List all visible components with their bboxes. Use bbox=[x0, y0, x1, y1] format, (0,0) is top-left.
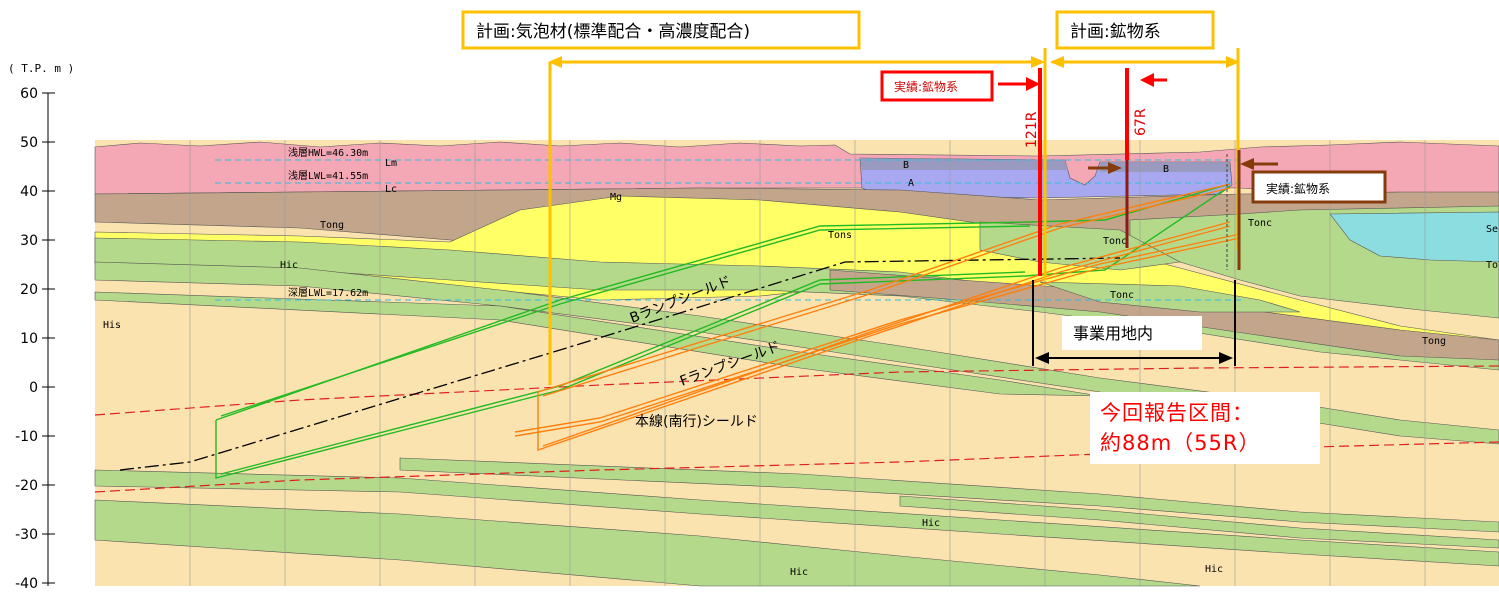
layer-label-mg: Mg bbox=[610, 192, 622, 203]
axis-tick-label: 60 bbox=[20, 86, 38, 102]
site-label: 事業用地内 bbox=[1073, 324, 1153, 343]
layer-label-tons: Tons bbox=[828, 230, 852, 241]
axis-tick-label: 0 bbox=[29, 380, 38, 396]
axis-tick-label: 10 bbox=[20, 331, 38, 347]
actual-mineral-red-callout: 実績:鉱物系 121R 67R bbox=[880, 68, 1167, 276]
plan-foam-label: 計画:気泡材(標準配合・高濃度配合) bbox=[476, 22, 750, 42]
geology-layers bbox=[94, 140, 1499, 587]
section-gridlines bbox=[189, 140, 1426, 586]
report-line-1: 今回報告区間： bbox=[1100, 401, 1254, 425]
plan-mineral-label: 計画:鉱物系 bbox=[1070, 22, 1161, 42]
axis-tick-label: -30 bbox=[15, 527, 38, 543]
layer-label-b-2: B bbox=[1163, 164, 1169, 175]
plan-foam-callout: 計画:気泡材(標準配合・高濃度配合) bbox=[461, 10, 1047, 385]
axis-tick-label: 50 bbox=[20, 135, 38, 151]
hic-lower-band-3 bbox=[399, 457, 1499, 533]
deep-lwl-label: 深層LWL=17.62m bbox=[288, 287, 368, 299]
layer-label-hic-2: Hic bbox=[922, 518, 940, 529]
layer-labels: Lm Lc Mg Tong Tons Hic His Tonc Tonc Ton… bbox=[103, 158, 1498, 578]
axis-unit-label: ( T.P. m ) bbox=[8, 62, 74, 75]
f-ramp-shield-tunnel bbox=[514, 183, 1241, 451]
site-boundary-callout: 事業用地内 bbox=[1032, 280, 1236, 366]
layer-label-tong-2: Tong bbox=[1422, 336, 1446, 347]
main-line-label: 本線(南行)シールド bbox=[635, 414, 758, 430]
layer-label-lm: Lm bbox=[385, 158, 397, 169]
layer-label-lc: Lc bbox=[385, 184, 397, 195]
actual-mineral-brown-callout: 実績:鉱物系 bbox=[1088, 150, 1387, 270]
axis-tick-label: -40 bbox=[15, 576, 38, 592]
hic-lower-band-1 bbox=[94, 469, 1499, 567]
elevation-axis: ( T.P. m ) 60 50 40 30 20 10 0 -10 -20 -30 -40 bbox=[8, 62, 74, 592]
layer-label-tonc-2: Tonc bbox=[1248, 218, 1272, 229]
shallow-lwl-label: 浅層LWL=41.55m bbox=[288, 169, 368, 182]
layer-label-tonc-3: Tonc bbox=[1110, 290, 1134, 301]
green-band-upper bbox=[94, 237, 1499, 371]
b-ramp-centerline bbox=[119, 257, 1121, 471]
axis-tick-label: 20 bbox=[20, 282, 38, 298]
hic-lower-band-2 bbox=[94, 499, 1201, 587]
layer-label-a: A bbox=[908, 178, 914, 189]
layer-label-hic-4: Hic bbox=[1205, 564, 1223, 575]
report-line-2: 約88m（55R） bbox=[1100, 431, 1261, 455]
layer-label-his: His bbox=[103, 320, 121, 331]
water-levels: 浅層HWL=46.30m 浅層LWL=41.55m 深層LWL=17.62m bbox=[215, 146, 1245, 301]
ring-121-label: 121R bbox=[1024, 111, 1040, 148]
axis-tick-label: -20 bbox=[15, 478, 38, 494]
axis-tick-label: 40 bbox=[20, 184, 38, 200]
layer-label-se: Se bbox=[1486, 224, 1498, 235]
layer-label-hic-3: Hic bbox=[790, 567, 808, 578]
layer-label-to: To bbox=[1486, 260, 1498, 271]
report-section-callout: 今回報告区間： 約88m（55R） bbox=[1090, 392, 1320, 464]
axis-ticks: 60 50 40 30 20 10 0 -10 -20 -30 -40 bbox=[15, 86, 55, 592]
axis-tick-label: 30 bbox=[20, 233, 38, 249]
actual-mineral-red-label: 実績:鉱物系 bbox=[894, 79, 958, 94]
layer-label-b-1: B bbox=[903, 160, 909, 171]
plan-mineral-callout: 計画:鉱物系 bbox=[1050, 10, 1240, 250]
hic-lower-band-4 bbox=[899, 495, 1499, 549]
actual-mineral-brown-label: 実績:鉱物系 bbox=[1266, 181, 1330, 196]
shallow-hwl-label: 浅層HWL=46.30m bbox=[288, 146, 368, 159]
layer-label-hic-1: Hic bbox=[280, 260, 298, 271]
layer-label-tonc-1: Tonc bbox=[1103, 236, 1127, 247]
ring-67-label: 67R bbox=[1133, 108, 1149, 136]
axis-tick-label: -10 bbox=[15, 429, 38, 445]
se-layer bbox=[1329, 211, 1499, 263]
layer-label-tong-1: Tong bbox=[320, 220, 344, 231]
green-wedge-1 bbox=[94, 291, 1101, 397]
